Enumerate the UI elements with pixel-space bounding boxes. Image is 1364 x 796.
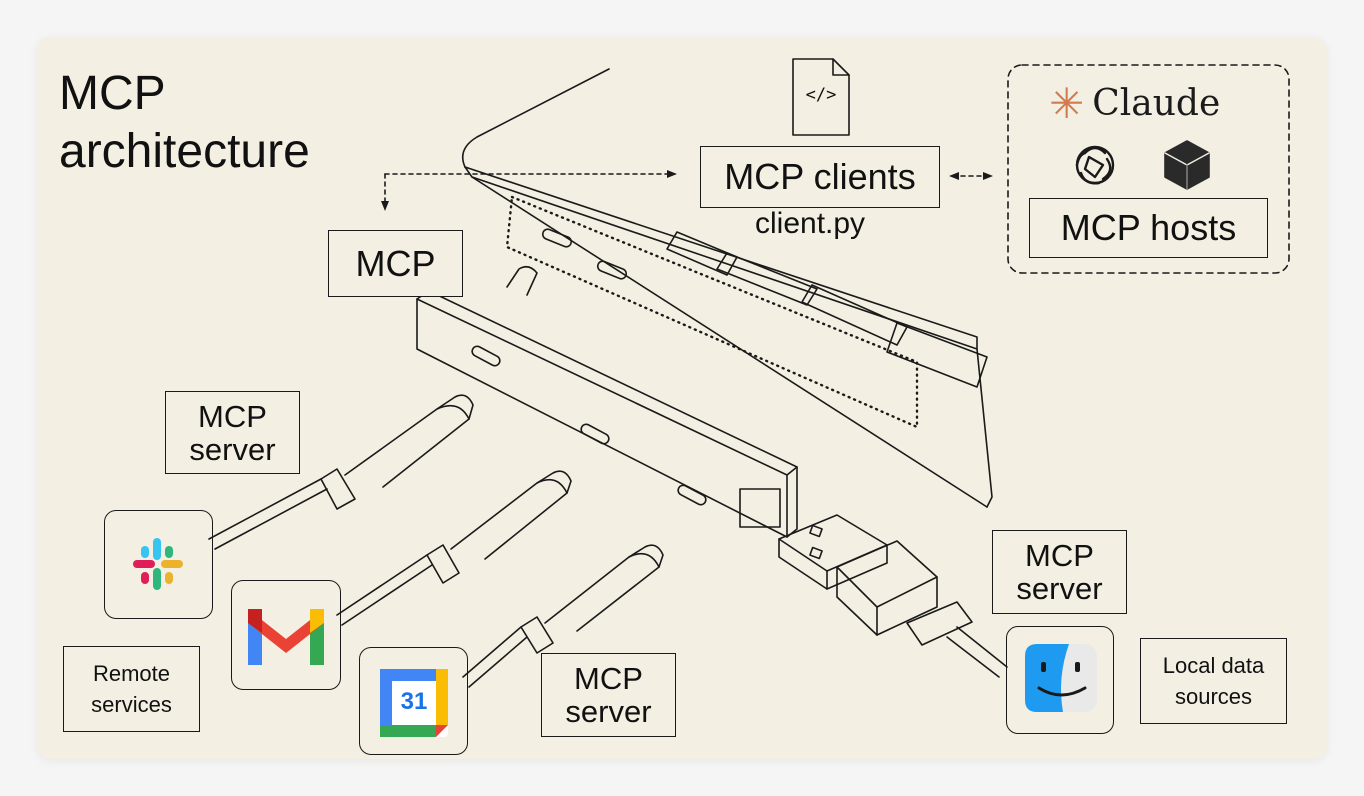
local-line2: sources	[1174, 684, 1253, 709]
calendar-day-number: 31	[400, 688, 428, 715]
mcp-hosts-text: MCP hosts	[1060, 207, 1237, 248]
remote-line2: services	[91, 692, 172, 717]
laptop-lid	[461, 68, 610, 168]
arrowheads	[381, 170, 993, 211]
file-icon	[792, 58, 850, 136]
line-art	[133, 58, 1290, 737]
slack-icon	[133, 538, 183, 590]
finder-icon	[1025, 644, 1097, 712]
remote-services-label: Remote services	[63, 646, 200, 732]
google-calendar-icon	[380, 669, 448, 737]
remote-line1: Remote	[92, 661, 171, 686]
cable-2	[336, 470, 572, 626]
speaker-grille	[505, 195, 919, 429]
usb-hub	[416, 265, 798, 538]
cable-3	[462, 544, 664, 688]
gmail-tile	[231, 580, 341, 690]
usb-a-plug	[778, 514, 1008, 678]
local-line1: Local data	[1162, 653, 1265, 678]
mcp-server-2-line1: MCP	[1025, 538, 1094, 573]
mcp-server-label-remote-bottom: MCP server	[541, 653, 676, 737]
mcp-server-3-line2: server	[565, 694, 652, 729]
hosts-group	[1007, 64, 1290, 274]
mcp-label: MCP	[328, 230, 463, 297]
calendar-tile	[359, 647, 468, 755]
cable-1	[208, 394, 474, 550]
openai-icon	[1075, 145, 1115, 185]
cursor-icon	[1164, 140, 1210, 190]
title-line-1: MCP	[59, 67, 166, 120]
title-line-2: architecture	[59, 125, 310, 178]
page-title: MCP architecture	[59, 65, 310, 181]
claude-wordmark: Claude	[1092, 83, 1221, 124]
mcp-clients-text: MCP clients	[724, 156, 916, 197]
local-data-sources-label: Local data sources	[1140, 638, 1287, 724]
diagram-card: MCP architecture </> MCP clients client.…	[37, 37, 1327, 759]
mcp-server-3-line1: MCP	[574, 661, 643, 696]
file-code-glyph: </>	[805, 85, 837, 105]
laptop-port-2	[596, 260, 628, 280]
mcp-text: MCP	[355, 242, 436, 284]
claude-icon: ✳	[1049, 78, 1085, 128]
finder-tile	[1006, 626, 1114, 734]
mcp-clients-label: MCP clients	[700, 146, 940, 208]
mcp-server-2-line2: server	[1016, 571, 1103, 606]
client-file-label: client.py	[755, 207, 866, 240]
claude-logo: ✳ Claude	[1049, 78, 1221, 128]
mcp-hosts-label: MCP hosts	[1029, 198, 1268, 258]
laptop-keys	[666, 231, 988, 388]
mcp-server-label-remote-top: MCP server	[165, 391, 300, 474]
mcp-server-1-line1: MCP	[198, 398, 267, 434]
slack-tile	[104, 510, 213, 619]
laptop-port-1	[541, 228, 573, 248]
mcp-server-label-local: MCP server	[992, 530, 1127, 614]
mcp-server-1-line2: server	[189, 431, 276, 467]
gmail-icon	[248, 609, 324, 665]
